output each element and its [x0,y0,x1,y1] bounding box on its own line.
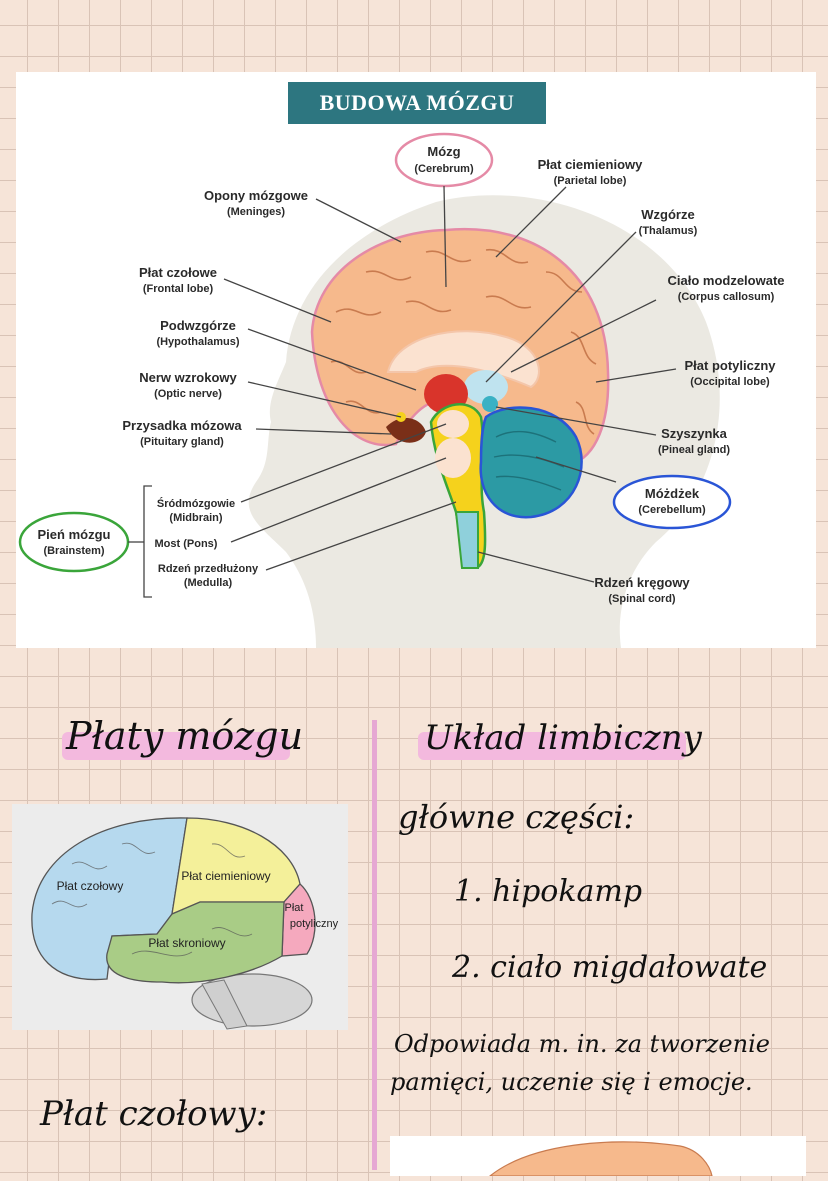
svg-text:(Parietal lobe): (Parietal lobe) [554,175,627,187]
svg-text:(Optic nerve): (Optic nerve) [154,388,222,400]
svg-text:(Corpus callosum): (Corpus callosum) [678,291,775,303]
svg-text:(Cerebellum): (Cerebellum) [638,504,706,516]
lobes-brainstem [201,979,248,1030]
brain-illustration: Mózg (Cerebrum) Pień mózgu (Brainstem) M… [18,132,785,648]
brain-gyri [330,249,597,435]
svg-text:Płat potyliczny: Płat potyliczny [684,358,776,373]
lobe-label-parietal: Płat ciemieniowy [181,869,270,883]
brainstem-circle [18,511,130,573]
brain-lobes-figure: Płat czołowy Płat ciemieniowy Płat potyl… [12,804,348,1030]
lobes-occipital-region [281,883,316,957]
svg-text:Płat czołowe: Płat czołowe [139,265,217,280]
svg-text:(Occipital lobe): (Occipital lobe) [690,376,770,388]
svg-text:Płat ciemieniowy: Płat ciemieniowy [538,157,644,172]
pineal-gland [482,396,498,412]
svg-text:Móżdżek: Móżdżek [645,486,700,501]
heading-highlight-right [418,732,686,760]
cerebellum-circle [612,474,732,530]
pituitary [386,417,426,443]
pons [435,438,471,478]
lobe-label-occipital-2: potyliczny [290,918,339,930]
section-divider [372,720,377,1170]
frontal-lobe-heading: Płat czołowy: [40,1094,268,1134]
spinal-cord [454,511,479,569]
svg-text:(Pineal gland): (Pineal gland) [658,444,730,456]
list-item-amygdala: 2. ciało migdałowate [452,950,768,985]
svg-text:(Thalamus): (Thalamus) [639,225,698,237]
svg-text:(Medulla): (Medulla) [184,577,233,589]
svg-text:Rdzeń kręgowy: Rdzeń kręgowy [594,575,690,590]
svg-text:Nerw wzrokowy: Nerw wzrokowy [139,370,237,385]
svg-text:Opony mózgowe: Opony mózgowe [204,188,308,203]
svg-text:(Brainstem): (Brainstem) [43,545,104,557]
brain-structure-diagram: BUDOWA MÓZGU [16,72,816,648]
svg-text:(Pituitary gland): (Pituitary gland) [140,436,224,448]
lobe-label-occipital-1: Płat [285,902,304,914]
limbic-brain-image [390,1136,806,1177]
svg-text:Rdzeń przedłużony: Rdzeń przedłużony [158,563,259,575]
heading-brain-lobes: Płaty mózgu [66,714,304,758]
heading-limbic-system: Układ limbiczny [424,718,702,758]
svg-text:(Frontal lobe): (Frontal lobe) [143,283,214,295]
svg-text:Pień mózgu: Pień mózgu [38,527,111,542]
lobes-cerebellum [191,973,313,1027]
main-parts-label: główne części: [398,798,635,836]
lobes-temporal-region [106,901,285,984]
svg-text:(Spinal cord): (Spinal cord) [608,593,676,605]
svg-text:Śródmózgowie: Śródmózgowie [157,497,235,510]
cerebrum-circle [394,132,494,188]
svg-text:Ciało modzelowate: Ciało modzelowate [667,273,784,288]
svg-text:(Hypothalamus): (Hypothalamus) [156,336,239,348]
thalamus [464,370,508,404]
lobes-illustration: Płat czołowy Płat ciemieniowy Płat potyl… [31,817,339,1030]
cerebellum [479,406,583,519]
svg-text:(Midbrain): (Midbrain) [169,512,222,524]
diagram-title: BUDOWA MÓZGU [288,82,546,124]
svg-text:Mózg: Mózg [427,144,460,159]
leader-lines [128,185,677,598]
lobe-label-frontal: Płat czołowy [57,879,124,893]
heading-highlight-left [62,732,290,760]
midbrain [437,410,469,438]
svg-text:Most (Pons): Most (Pons) [155,538,218,550]
svg-text:Szyszynka: Szyszynka [661,426,728,441]
svg-text:Przysadka mózowa: Przysadka mózowa [122,418,242,433]
lobes-parietal-region [171,817,301,916]
lobe-label-temporal: Płat skroniowy [148,936,225,950]
list-item-hippocampus: 1. hipokamp [454,874,643,909]
svg-text:(Meninges): (Meninges) [227,206,285,218]
svg-text:Wzgórze: Wzgórze [641,207,694,222]
description-line-1: Odpowiada m. in. za tworzenie [394,1030,770,1058]
corpus-callosum [386,330,540,389]
description-line-2: pamięci, uczenie się i emocje. [390,1068,753,1096]
svg-text:Podwzgórze: Podwzgórze [160,318,236,333]
svg-text:(Cerebrum): (Cerebrum) [414,163,474,175]
